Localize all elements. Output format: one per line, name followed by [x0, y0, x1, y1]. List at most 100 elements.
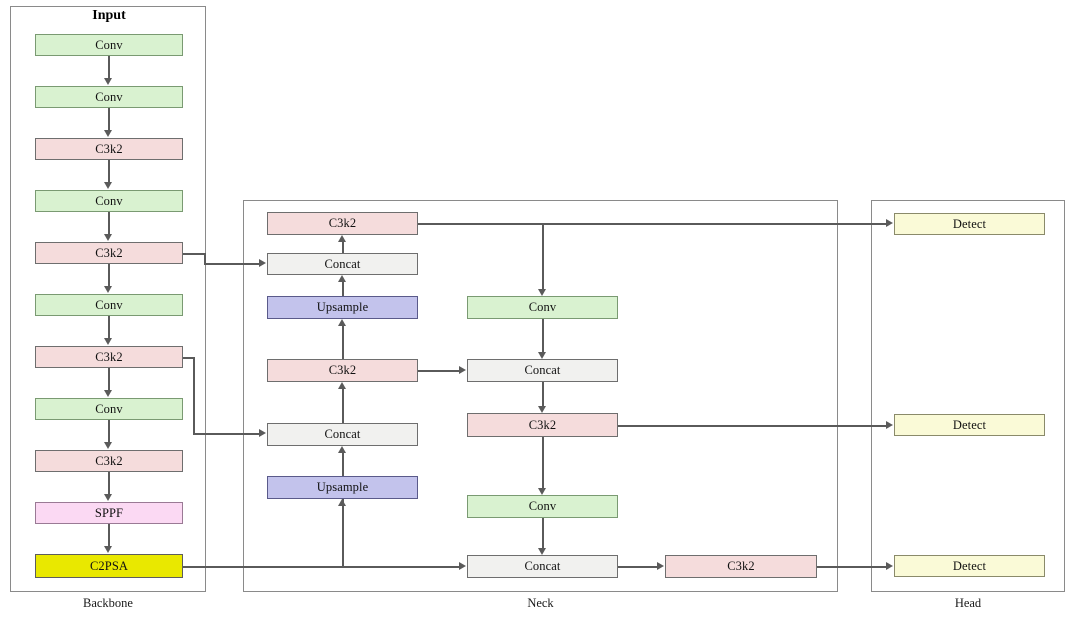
block-label: SPPF: [94, 505, 124, 520]
skip-p3-seg-h1: [183, 253, 205, 255]
block-label: Conv: [95, 297, 123, 312]
block-label: Concat: [324, 427, 361, 442]
backbone-arrow-head-9: [104, 494, 112, 501]
backbone-block-c3k2-1[interactable]: C3k2: [35, 138, 183, 160]
backbone-arrow-head-7: [104, 390, 112, 397]
backbone-block-conv-1[interactable]: Conv: [35, 34, 183, 56]
backbone-block-conv-4[interactable]: Conv: [35, 294, 183, 316]
c2psa-to-concat-line: [183, 566, 460, 568]
c3k2mid-to-concat-arrow: [459, 366, 466, 374]
neck-block-concat-right-lower[interactable]: Concat: [467, 555, 618, 578]
p3-branch-down-line: [542, 223, 544, 290]
neck-right-arrow-line-1: [542, 319, 544, 353]
block-label: Upsample: [316, 480, 369, 495]
concat-to-p5-arrow: [657, 562, 664, 570]
neck-block-c3k2-p4[interactable]: C3k2: [467, 413, 618, 437]
neck-left-arrow-head-1: [338, 446, 346, 453]
input-title: Input: [92, 8, 126, 23]
backbone-arrow-line-2: [108, 108, 110, 132]
backbone-block-sppf[interactable]: SPPF: [35, 502, 183, 524]
concat-to-p5-line: [618, 566, 658, 568]
neck-right-arrow-head-1: [538, 352, 546, 359]
backbone-block-c3k2-2[interactable]: C3k2: [35, 242, 183, 264]
block-label: C2PSA: [89, 558, 129, 573]
backbone-block-c3k2-4[interactable]: C3k2: [35, 450, 183, 472]
neck-block-concat-right-upper[interactable]: Concat: [467, 359, 618, 382]
backbone-block-conv-2[interactable]: Conv: [35, 86, 183, 108]
skip-p4-seg-v1: [193, 357, 195, 434]
neck-left-arrow-line-2: [342, 388, 344, 423]
backbone-arrow-line-5: [108, 264, 110, 288]
backbone-arrow-line-10: [108, 524, 110, 548]
neck-left-arrow-line-3: [342, 325, 344, 359]
p4-out-arrow: [886, 421, 893, 429]
block-label: C3k2: [95, 141, 123, 156]
block-label: C3k2: [95, 349, 123, 364]
backbone-arrow-line-1: [108, 56, 110, 80]
backbone-block-c2psa[interactable]: C2PSA: [35, 554, 183, 578]
block-label: Concat: [524, 559, 561, 574]
neck-panel: [243, 200, 838, 592]
p4-out-line: [618, 425, 887, 427]
p3-branch-down-arrow: [538, 289, 546, 296]
neck-block-conv-upper[interactable]: Conv: [467, 296, 618, 319]
block-label: Conv: [528, 499, 557, 514]
backbone-arrow-line-4: [108, 212, 110, 236]
neck-left-arrow-line-1: [342, 452, 344, 476]
block-label: C3k2: [528, 417, 557, 432]
backbone-arrow-head-5: [104, 286, 112, 293]
block-label: Detect: [952, 558, 987, 573]
block-label: Detect: [952, 417, 987, 432]
c3k2mid-to-concat-line: [418, 370, 460, 372]
neck-block-conv-lower[interactable]: Conv: [467, 495, 618, 518]
neck-block-c3k2-p5[interactable]: C3k2: [665, 555, 817, 578]
backbone-arrow-head-8: [104, 442, 112, 449]
p5-out-arrow: [886, 562, 893, 570]
block-label: C3k2: [95, 453, 123, 468]
backbone-panel: [10, 6, 206, 592]
neck-right-arrow-line-3: [542, 437, 544, 489]
backbone-arrow-head-10: [104, 546, 112, 553]
neck-left-arrow-head-2: [338, 382, 346, 389]
neck-block-upsample-upper[interactable]: Upsample: [267, 296, 418, 319]
neck-right-arrow-line-2: [542, 382, 544, 407]
neck-left-arrow-head-3: [338, 319, 346, 326]
block-label: Concat: [524, 363, 561, 378]
backbone-arrow-line-6: [108, 316, 110, 340]
backbone-block-conv-5[interactable]: Conv: [35, 398, 183, 420]
backbone-arrow-head-1: [104, 78, 112, 85]
head-label: Head: [954, 596, 982, 610]
c2psa-to-concat-arrow: [459, 562, 466, 570]
neck-block-concat-lower[interactable]: Concat: [267, 423, 418, 446]
p3-out-arrow: [886, 219, 893, 227]
backbone-arrow-head-4: [104, 234, 112, 241]
head-block-detect-p5[interactable]: Detect: [894, 555, 1045, 577]
neck-block-upsample-lower[interactable]: Upsample: [267, 476, 418, 499]
neck-right-arrow-head-3: [538, 488, 546, 495]
upsample-lower-feed-arrow: [338, 499, 346, 506]
neck-left-arrow-head-5: [338, 235, 346, 242]
block-label: Conv: [95, 37, 123, 52]
neck-label: Neck: [527, 596, 554, 610]
neck-block-concat-upper[interactable]: Concat: [267, 253, 418, 275]
backbone-label: Backbone: [83, 596, 133, 610]
block-label: Conv: [528, 300, 557, 315]
head-block-detect-p3[interactable]: Detect: [894, 213, 1045, 235]
skip-p4-seg-h1: [183, 357, 194, 359]
block-label: C3k2: [95, 245, 123, 260]
backbone-arrow-head-2: [104, 130, 112, 137]
neck-right-arrow-head-2: [538, 406, 546, 413]
block-label: Detect: [952, 216, 987, 231]
skip-p4-seg-h2: [193, 433, 260, 435]
skip-p3-seg-v1: [204, 253, 206, 264]
neck-block-c3k2-mid[interactable]: C3k2: [267, 359, 418, 382]
block-label: Upsample: [316, 300, 369, 315]
block-label: Concat: [324, 256, 361, 271]
backbone-block-conv-3[interactable]: Conv: [35, 190, 183, 212]
head-block-detect-p4[interactable]: Detect: [894, 414, 1045, 436]
neck-right-arrow-head-4: [538, 548, 546, 555]
backbone-block-c3k2-3[interactable]: C3k2: [35, 346, 183, 368]
neck-block-c3k2-p3[interactable]: C3k2: [267, 212, 418, 235]
neck-left-arrow-line-5: [342, 241, 344, 253]
